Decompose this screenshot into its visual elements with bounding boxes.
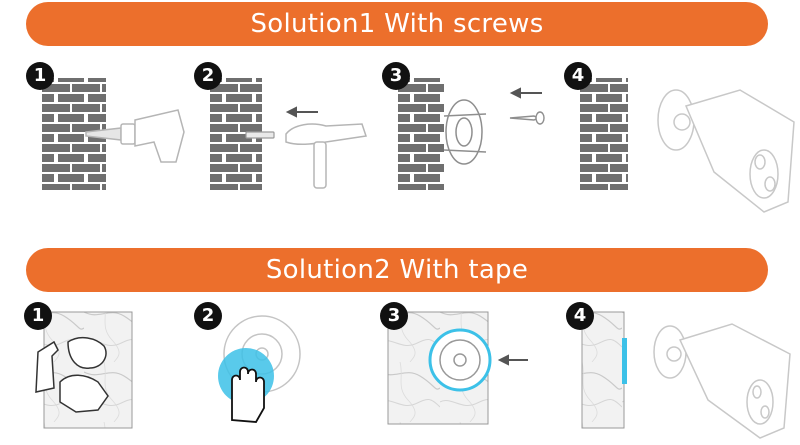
hand-icon: [59, 374, 109, 413]
cloth-icon: [67, 336, 107, 369]
solution2-step1: 1: [24, 302, 136, 429]
apply-tape-illustration: [218, 315, 301, 423]
step-number-badge: 1: [24, 302, 52, 330]
attach-camera-illustration: [580, 78, 795, 213]
stick-mount-illustration: [387, 311, 528, 425]
solution1-step3: 3: [382, 62, 572, 192]
screw-icon: [509, 111, 545, 125]
solution1-step1: 1: [26, 62, 186, 192]
step-number-badge: 1: [26, 62, 54, 90]
brick-wall-icon: [398, 78, 444, 190]
step-number-badge: 2: [194, 302, 222, 330]
arrow-left-icon: [497, 354, 528, 366]
solution1-step2: 2: [194, 62, 374, 192]
solution1-step4: 4: [564, 62, 800, 222]
step-number-badge: 2: [194, 62, 222, 90]
drill-icon: [85, 109, 185, 163]
drill-into-wall-illustration: [42, 78, 185, 190]
solution2-banner: Solution2 With tape: [26, 248, 768, 292]
spray-bottle-icon: [35, 340, 59, 393]
solution2-step2: 2: [194, 302, 314, 428]
screw-icon: [245, 131, 275, 139]
hammer-anchor-illustration: [210, 78, 367, 190]
solution1-banner: Solution1 With screws: [26, 2, 768, 46]
step-number-badge: 3: [382, 62, 410, 90]
tape-highlight: [622, 338, 627, 384]
brick-wall-icon: [580, 78, 628, 190]
mount-plate-icon: [428, 328, 492, 392]
camera-icon: [653, 323, 791, 439]
arrow-left-icon: [285, 106, 318, 118]
solution2-step4: 4: [562, 302, 800, 442]
hand-icon: [231, 366, 265, 423]
hammer-icon: [285, 123, 367, 189]
clean-wall-illustration: [35, 311, 133, 429]
camera-icon: [657, 89, 795, 213]
attach-camera-tape-illustration: [581, 311, 791, 439]
arrow-left-icon: [509, 87, 542, 99]
screw-mount-illustration: [398, 78, 545, 190]
mount-plate-icon: [443, 99, 487, 165]
step-number-badge: 4: [564, 62, 592, 90]
step-number-badge: 3: [380, 302, 408, 330]
solution2-step3: 3: [380, 302, 540, 428]
marble-wall-icon: [581, 311, 625, 429]
step-number-badge: 4: [566, 302, 594, 330]
